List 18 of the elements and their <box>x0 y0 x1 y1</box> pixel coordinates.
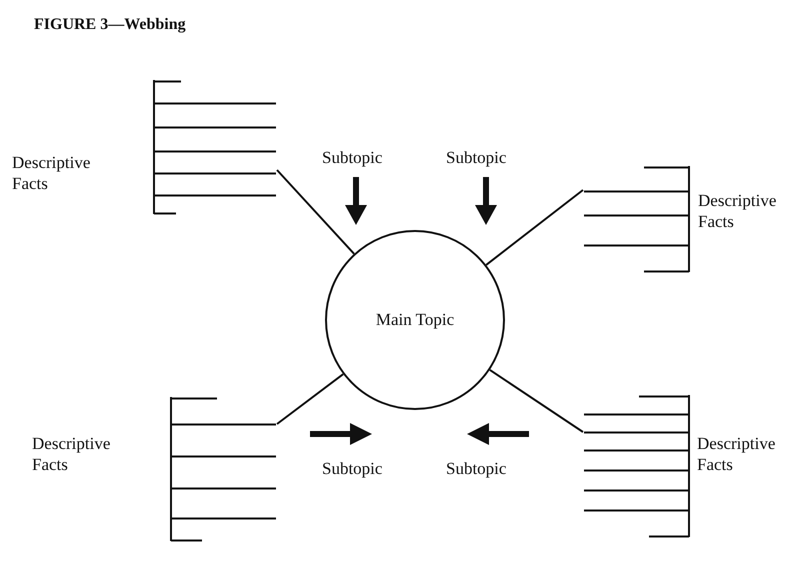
subtopic-label: Subtopic <box>322 458 382 479</box>
topic-text: Main Topic <box>376 310 454 330</box>
fact-bracket <box>170 396 277 542</box>
figure-title: FIGURE 3—Webbing <box>34 15 186 35</box>
connector-line <box>486 189 584 266</box>
subtopic-label: Subtopic <box>322 147 382 168</box>
subtopic-label: Subtopic <box>446 147 506 168</box>
caption-text: Descriptive Facts <box>698 190 778 232</box>
fact-bracket <box>153 79 277 215</box>
caption-text: Descriptive Facts <box>12 152 92 194</box>
caption-text: Descriptive Facts <box>697 433 776 475</box>
connector-line <box>276 373 344 425</box>
connector-line <box>276 169 355 254</box>
caption-text: Descriptive Facts <box>32 433 112 475</box>
fact-bracket <box>583 394 690 538</box>
connector-line <box>489 369 584 433</box>
subtopic-label: Subtopic <box>446 458 506 479</box>
fact-bracket <box>583 165 690 273</box>
